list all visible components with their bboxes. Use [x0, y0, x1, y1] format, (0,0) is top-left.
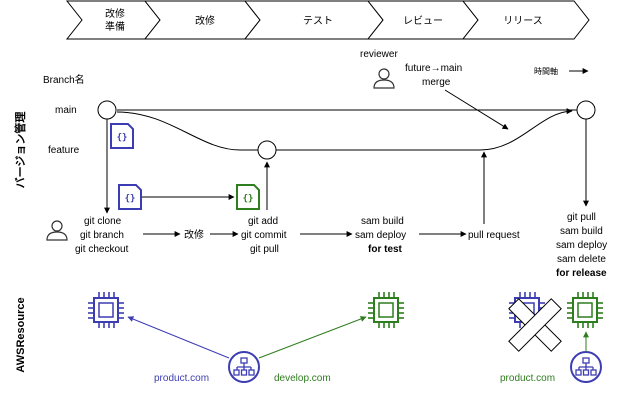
- code-file-icon: {}: [110, 123, 134, 149]
- product-link-arrow: [127, 316, 230, 359]
- phase-chevrons: 改修 準備 改修 テスト レビュー リリース: [65, 0, 590, 40]
- phase-chevron-1: [65, 0, 161, 40]
- reviewer-role: reviewer: [360, 49, 398, 60]
- step-release-line3: sam deploy: [556, 240, 607, 251]
- delete-cross-icon: [508, 298, 562, 352]
- reviewer-action-line1: future→main: [405, 63, 462, 74]
- branch-header: Branch名: [43, 73, 85, 86]
- network-hierarchy-icon: [228, 351, 260, 383]
- side-label-aws: AWSResource: [15, 297, 27, 372]
- develop-link-arrow: [258, 316, 367, 359]
- developer-user-icon: [46, 220, 68, 241]
- step-release-bold: for release: [556, 268, 607, 279]
- step-release-line1: git pull: [567, 212, 596, 223]
- step-release-line4: sam delete: [557, 254, 606, 265]
- main-start-node: [97, 100, 117, 120]
- time-axis-label: 時間軸: [534, 66, 558, 76]
- reviewer-user-icon: [373, 68, 395, 89]
- step-pull-request: pull request: [468, 230, 520, 241]
- aws-middle-url: develop.com: [274, 373, 331, 384]
- step-commit-line2: git commit: [241, 230, 287, 241]
- branch-feature-label: feature: [48, 145, 80, 156]
- ec2-chip-icon: [87, 291, 125, 329]
- svg-text:{}: {}: [117, 133, 128, 143]
- code-file-icon: {}: [118, 184, 142, 210]
- svg-text:{}: {}: [243, 194, 254, 204]
- main-release-node: [576, 100, 596, 120]
- phase-1-label-line1: 改修: [105, 7, 125, 20]
- aws-left-url: product.com: [154, 373, 209, 384]
- reviewer-action-line2: merge: [422, 77, 451, 88]
- network-hierarchy-icon: [570, 351, 602, 383]
- step-clone-line3: git checkout: [75, 244, 129, 255]
- svg-text:{}: {}: [125, 194, 136, 204]
- step-clone-line1: git clone: [84, 216, 122, 227]
- phase-4-label: レビュー: [403, 15, 443, 27]
- step-clone-line2: git branch: [80, 230, 124, 241]
- step-kaishu: 改修: [184, 228, 204, 241]
- step-test-bold: for test: [368, 244, 403, 255]
- phase-2-label: 改修: [195, 14, 215, 27]
- feature-branch-line: [116, 111, 258, 151]
- branch-main-label: main: [55, 105, 77, 116]
- ec2-chip-icon: [367, 291, 405, 329]
- step-test-line2: sam deploy: [355, 230, 406, 241]
- step-release-line2: sam build: [560, 226, 603, 237]
- side-label-version: バージョン管理: [13, 112, 27, 189]
- step-commit-line3: git pull: [250, 244, 279, 255]
- ec2-chip-icon: [566, 291, 604, 329]
- feature-branch-line-2: [276, 108, 573, 151]
- phase-5-label: リリース: [503, 16, 543, 27]
- step-test-line1: sam build: [361, 216, 404, 227]
- step-commit-line1: git add: [248, 216, 278, 227]
- phase-3-label: テスト: [303, 16, 333, 27]
- merge-arrow: [444, 89, 509, 130]
- feature-commit-node: [257, 140, 277, 160]
- aws-right-url: product.com: [500, 373, 555, 384]
- phase-1-label-line2: 準備: [105, 20, 125, 33]
- phase-chevron-5: [461, 0, 590, 40]
- code-file-icon: {}: [236, 184, 260, 210]
